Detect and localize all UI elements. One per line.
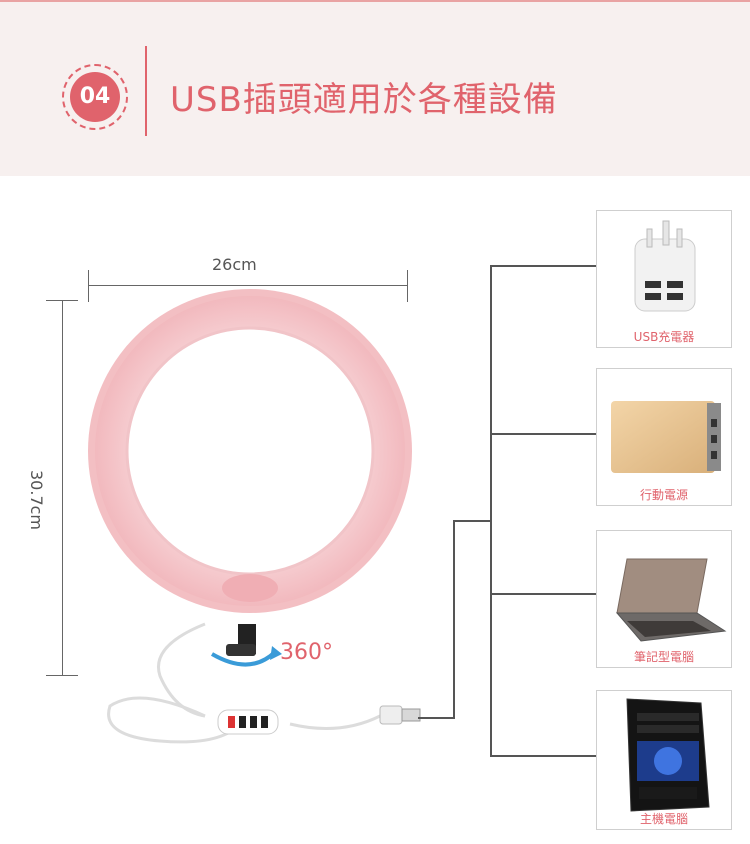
device-label: 筆記型電腦 [633,650,694,664]
width-dimension-label: 26cm [212,255,257,274]
rotation-360-label: 360° [280,640,333,665]
device-power-bank: 行動電源 [596,368,732,506]
laptop-icon [615,558,727,642]
usb-charger-icon [634,220,696,312]
connector-branch-3 [490,593,596,595]
header-banner: 04 USB插頭適用於各種設備 [0,0,750,176]
header-divider [145,46,147,136]
width-dimension-tick-left [88,270,89,302]
page-title: USB插頭適用於各種設備 [170,80,558,120]
usb-plug [379,705,421,725]
connector-branch-4 [490,755,596,757]
connector-from-plug [418,717,454,719]
connector-branch-2 [490,433,596,435]
height-dimension-tick-top [46,300,78,301]
device-label: 行動電源 [639,488,688,502]
badge-dashed-ring [62,64,128,130]
device-label: USB充電器 [633,330,695,344]
usb-cable [107,622,381,744]
connector-trunk [490,265,492,757]
height-dimension-tick-bottom [46,675,78,676]
badge-number: 04 [70,72,120,122]
device-label: 主機電腦 [639,812,688,826]
ring-light-illustration [88,289,421,744]
connector-branch-1 [490,265,596,267]
width-dimension-line [88,285,408,286]
device-usb-charger: USB充電器 [596,210,732,348]
connector-stub [453,520,491,522]
connector-riser [453,520,455,719]
device-laptop: 筆記型電腦 [596,530,732,668]
inline-switch [217,709,279,735]
ring-mount [210,574,282,667]
width-dimension-tick-right [407,270,408,302]
ring-light [88,289,412,613]
step-badge: 04 [62,64,128,130]
power-bank-icon [611,401,721,473]
desktop-pc-icon [626,698,710,812]
device-desktop-pc: 主機電腦 [596,690,732,830]
height-dimension-line [62,300,63,675]
